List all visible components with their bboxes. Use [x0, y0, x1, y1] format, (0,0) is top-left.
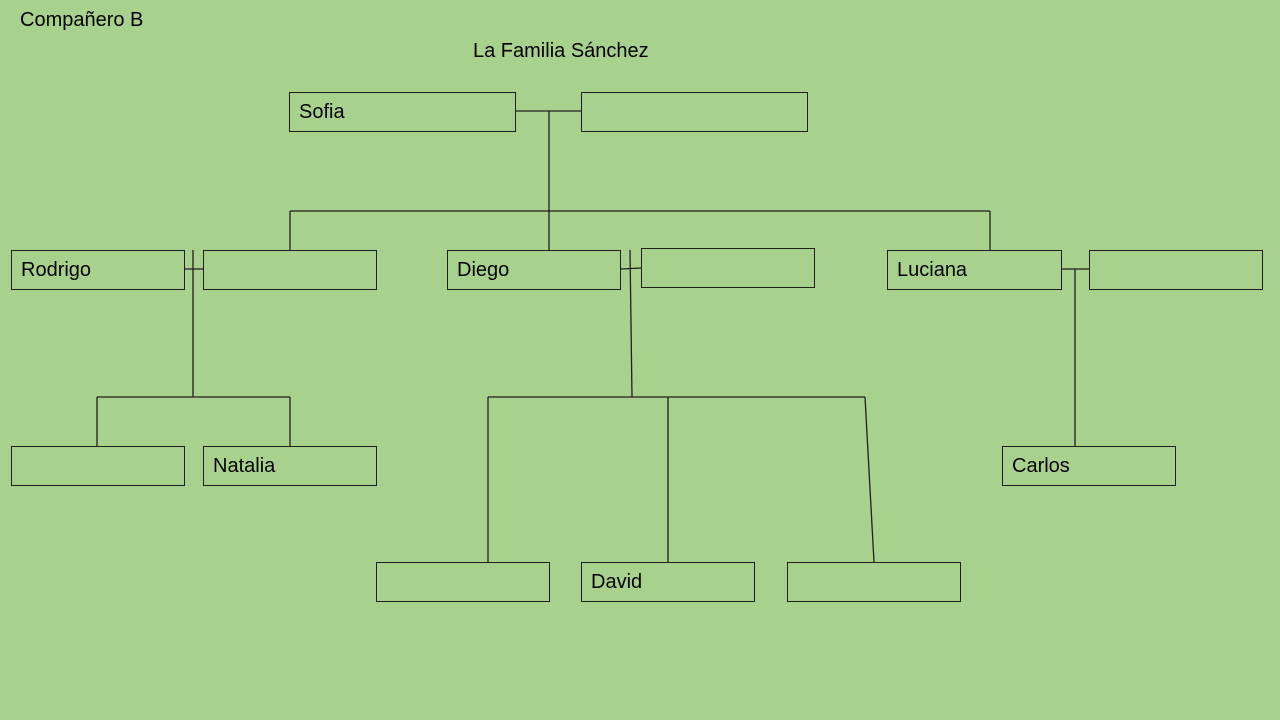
- tree-box-luciana-spouse[interactable]: [1089, 250, 1263, 290]
- tree-box-diego-child-1[interactable]: [376, 562, 550, 602]
- tree-box-rodrigo[interactable]: Rodrigo: [11, 250, 185, 290]
- tree-box-natalia[interactable]: Natalia: [203, 446, 377, 486]
- tree-box-rodrigo-child-1[interactable]: [11, 446, 185, 486]
- tree-box-carlos[interactable]: Carlos: [1002, 446, 1176, 486]
- tree-box-sofia-spouse[interactable]: [581, 92, 808, 132]
- tree-box-diego-spouse[interactable]: [641, 248, 815, 288]
- tree-box-sofia[interactable]: Sofia: [289, 92, 516, 132]
- tree-box-diego[interactable]: Diego: [447, 250, 621, 290]
- page-title: La Familia Sánchez: [473, 40, 649, 62]
- connector-diego-marriage: [620, 267, 642, 270]
- tree-box-david[interactable]: David: [581, 562, 755, 602]
- connector-diego-descent: [629, 249, 633, 398]
- tree-box-rodrigo-spouse[interactable]: [203, 250, 377, 290]
- tree-box-diego-child-3[interactable]: [787, 562, 961, 602]
- tree-box-luciana[interactable]: Luciana: [887, 250, 1062, 290]
- connector-to-diego-child-3: [864, 396, 875, 563]
- partner-label: Compañero B: [20, 9, 144, 31]
